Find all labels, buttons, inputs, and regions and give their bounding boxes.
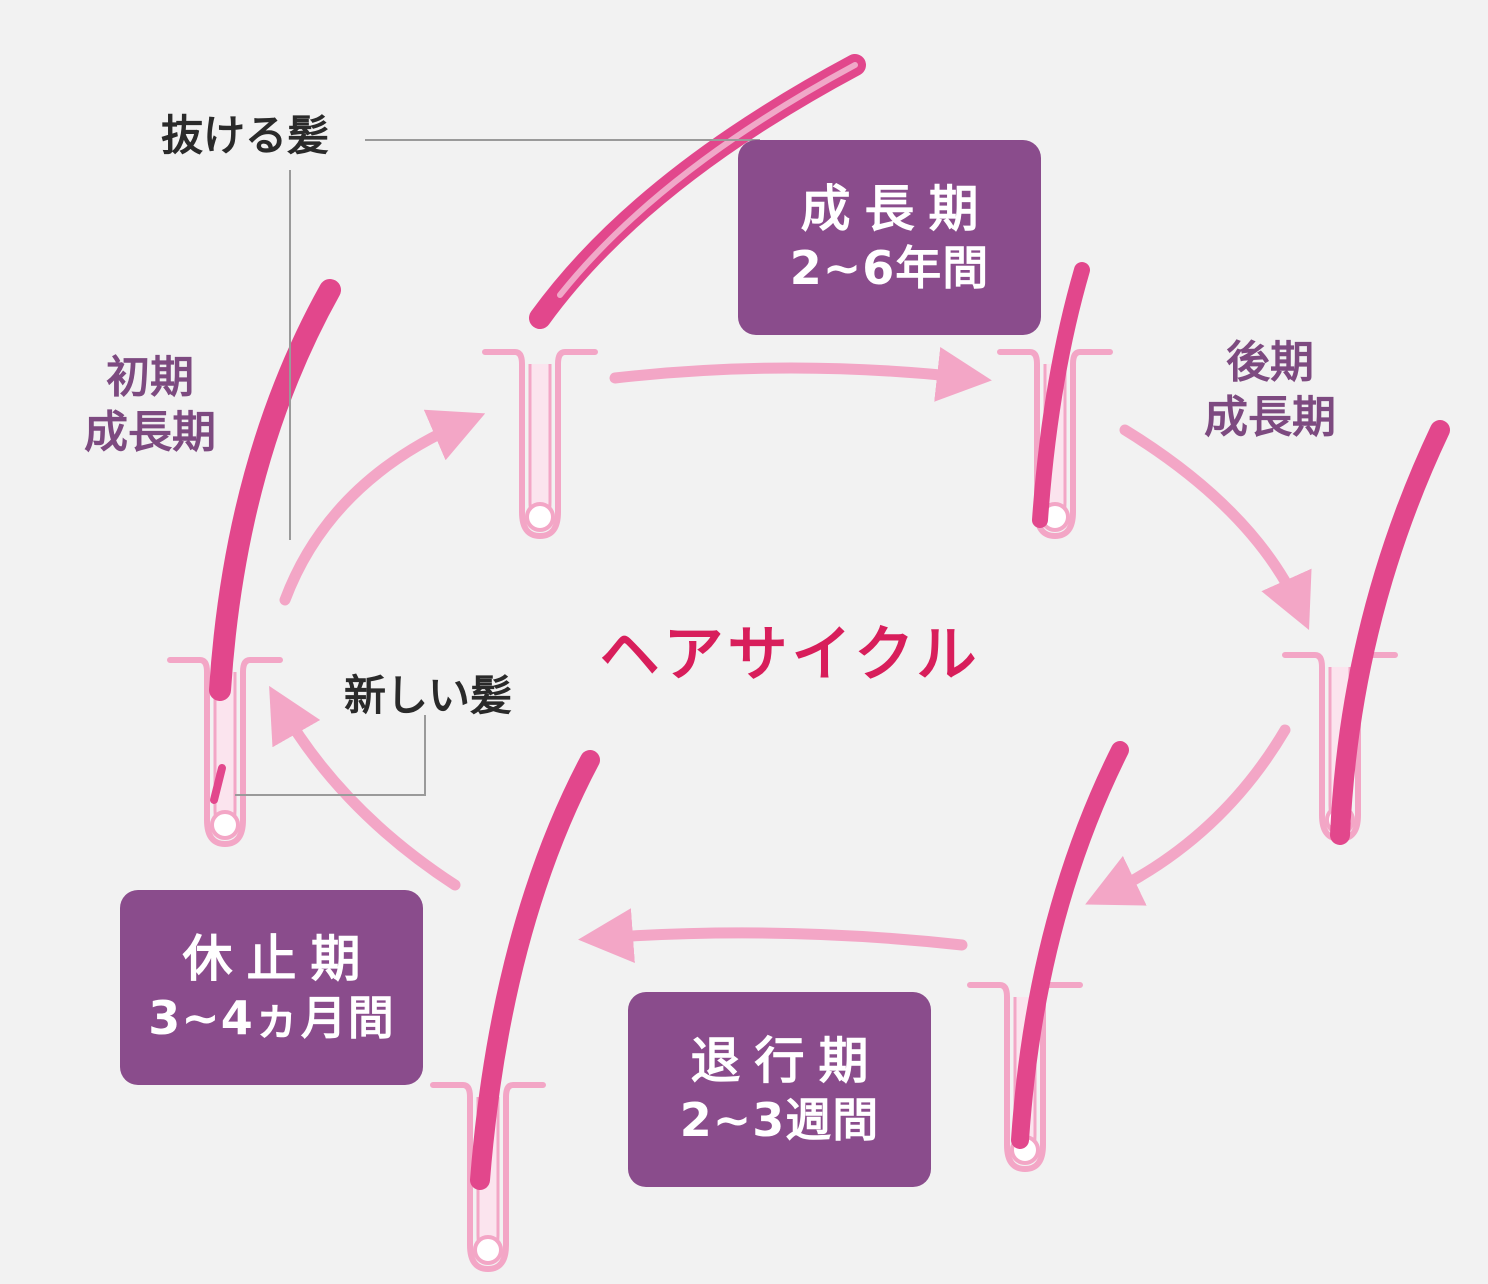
label-late-line1: 後期	[1226, 337, 1314, 388]
leader-lines	[235, 139, 760, 796]
label-early-growth: 初期 成長期	[60, 350, 240, 460]
arrow-late-to-right	[1119, 424, 1312, 631]
label-early-line2: 成長期	[84, 407, 216, 458]
label-late-line2: 成長期	[1204, 392, 1336, 443]
phase-box-catagen: 退行期 2~3週間	[628, 992, 931, 1187]
phase-catagen-name: 退行期	[690, 1031, 883, 1090]
arrow-early-to-growth	[279, 409, 486, 606]
hair-catagen	[1011, 741, 1129, 1149]
arrow-telogen-to-new	[269, 685, 461, 891]
hair-early	[209, 279, 341, 701]
phase-catagen-duration: 2~3週間	[679, 1093, 880, 1147]
label-late-growth: 後期 成長期	[1180, 335, 1360, 445]
hair-strands	[209, 54, 1450, 1190]
diagram-title: ヘアサイクル	[599, 620, 981, 690]
hair-late	[1032, 262, 1090, 528]
phase-growth-name: 成長期	[800, 179, 993, 238]
hair-right	[1330, 420, 1450, 845]
arrow-catagen-to-telogen	[578, 908, 968, 964]
follicle-growth	[485, 352, 595, 536]
phase-box-growth: 成長期 2~6年間	[738, 140, 1041, 335]
phase-telogen-name: 休止期	[182, 929, 375, 988]
leader-new-hair	[235, 715, 426, 796]
annotation-falling-hair: 抜ける髪	[160, 111, 329, 160]
cycle-arrows	[269, 347, 1312, 964]
phase-growth-duration: 2~6年間	[789, 241, 990, 295]
phase-telogen-duration: 3~4ヵ月間	[148, 991, 395, 1045]
arrow-growth-to-late	[609, 347, 992, 402]
hair-new	[210, 764, 226, 804]
label-early-line1: 初期	[106, 352, 194, 403]
arrow-right-to-catagen	[1085, 724, 1291, 906]
phase-box-telogen: 休止期 3~4ヵ月間	[120, 890, 423, 1085]
annotation-new-hair: 新しい髪	[343, 671, 512, 720]
hair-telogen	[470, 750, 600, 1190]
